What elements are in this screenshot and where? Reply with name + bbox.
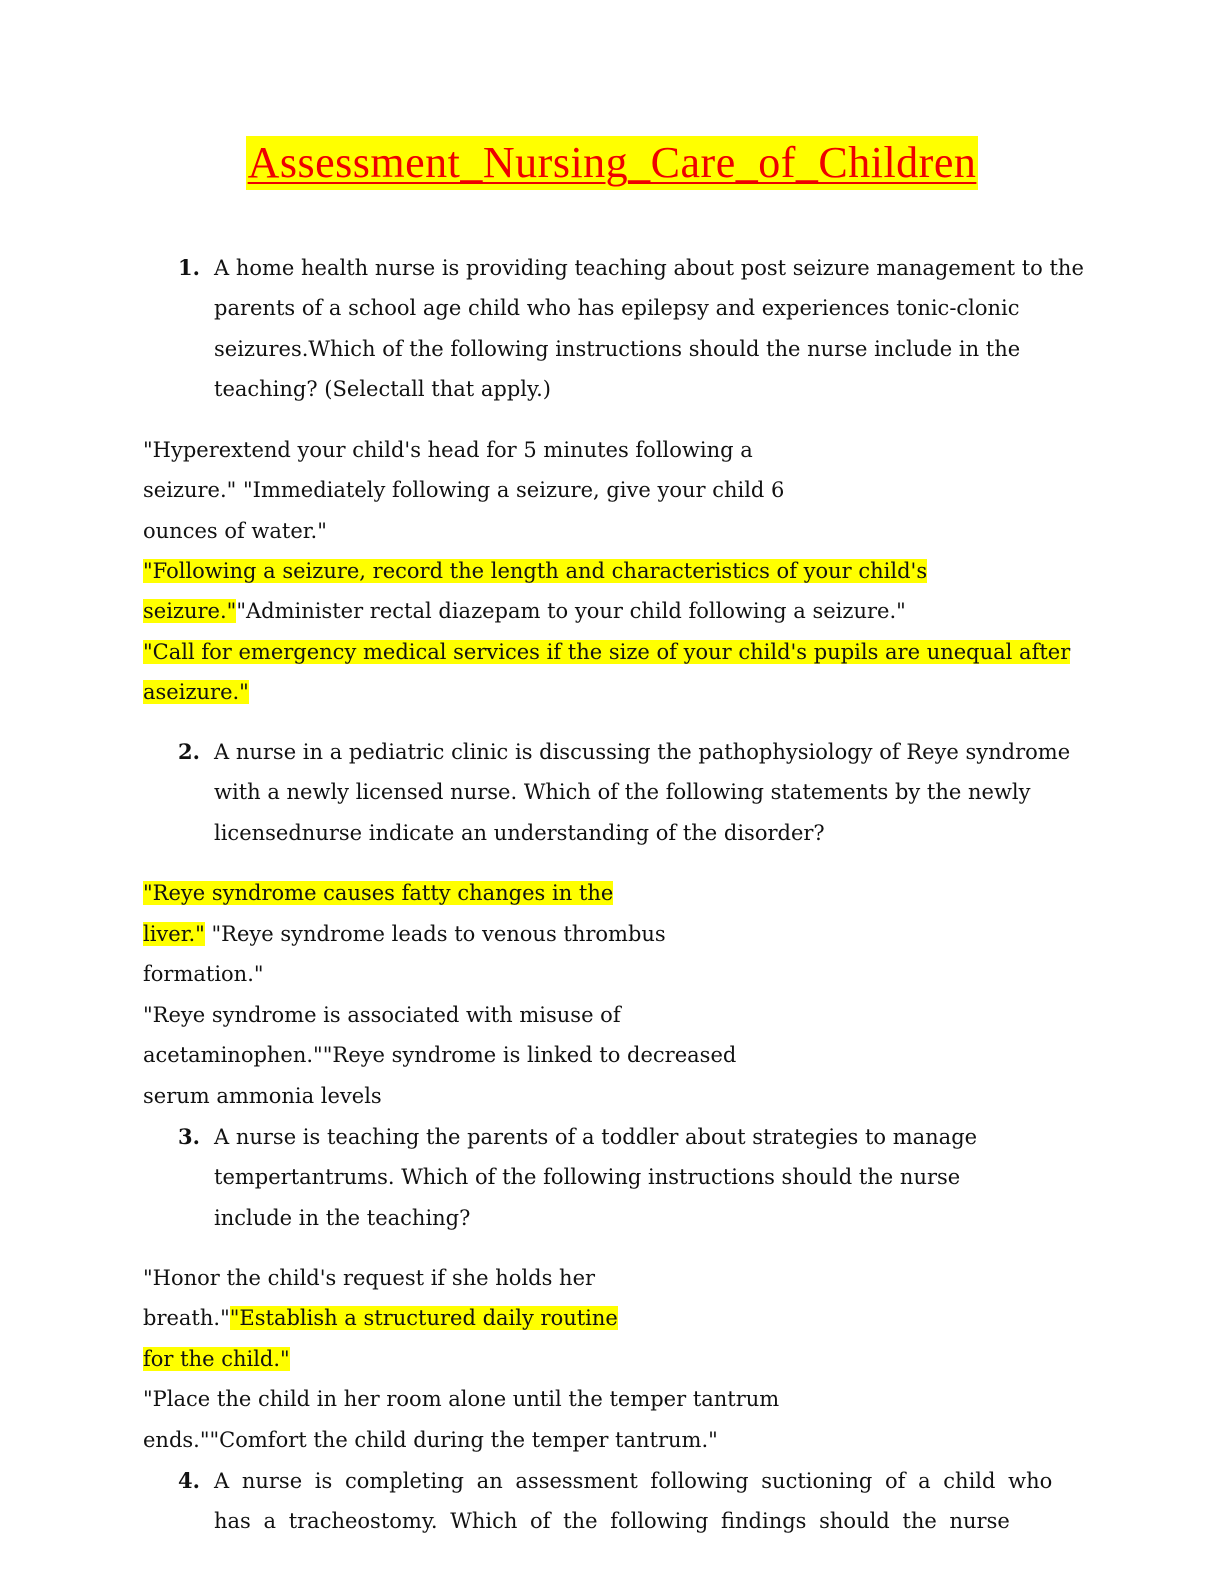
question-3-stem-line: include in the teaching? [214, 1206, 471, 1230]
question-3-option-line: "Honor the child's request if she holds … [143, 1266, 596, 1290]
question-4-stem-line: A nurse is completing an assessment foll… [214, 1469, 1053, 1493]
highlighted-answer: for the child." [143, 1347, 290, 1371]
question-2-option-line: "Reye syndrome causes fatty changes in t… [143, 878, 614, 908]
question-1-stem-line: A home health nurse is providing teachin… [214, 256, 1084, 280]
question-3-stem-line: A nurse is teaching the parents of a tod… [214, 1125, 978, 1149]
title-container: Assessment_Nursing_Care_of_Children [0, 136, 1224, 190]
question-4-stem-line: has a tracheostomy. Which of the followi… [214, 1509, 1010, 1533]
question-2-option-line: "Reye syndrome is associated with misuse… [143, 1003, 621, 1027]
option-text: "Reye syndrome leads to venous thrombus [204, 922, 666, 946]
question-1-stem-line: parents of a school age child who has ep… [214, 296, 1020, 320]
question-2-stem-line: A nurse in a pediatric clinic is discuss… [214, 740, 1071, 764]
question-1-option-line: "Following a seizure, record the length … [143, 556, 928, 586]
question-2-option-line: liver." "Reye syndrome leads to venous t… [143, 919, 666, 949]
question-3-option-line: breath.""Establish a structured daily ro… [143, 1303, 618, 1333]
highlighted-answer: aseizure." [143, 680, 249, 704]
highlighted-answer: "Following a seizure, record the length … [143, 559, 928, 583]
option-text: "Administer rectal diazepam to your chil… [236, 599, 906, 623]
question-1-option-line: seizure.""Administer rectal diazepam to … [143, 596, 906, 626]
question-4-number: 4. [178, 1468, 200, 1493]
document-title: Assessment_Nursing_Care_of_Children [245, 136, 979, 190]
question-2-number: 2. [178, 739, 200, 764]
question-3-option-line: "Place the child in her room alone until… [143, 1387, 780, 1411]
question-1-option-line: seizure." "Immediately following a seizu… [143, 478, 785, 502]
highlighted-answer: seizure." [143, 599, 237, 623]
question-2-option-line: acetaminophen.""Reye syndrome is linked … [143, 1043, 737, 1067]
question-1-option-line: aseizure." [143, 677, 249, 707]
question-1-option-line: ounces of water." [143, 519, 327, 543]
question-2-stem-line: with a newly licensed nurse. Which of th… [214, 780, 1031, 804]
question-2-stem-line: licensednurse indicate an understanding … [214, 821, 825, 845]
question-3-option-line: for the child." [143, 1344, 290, 1374]
question-1-number: 1. [178, 255, 200, 280]
question-2-option-line: serum ammonia levels [143, 1084, 382, 1108]
question-3-stem-line: tempertantrums. Which of the following i… [214, 1165, 961, 1189]
highlighted-answer: "Establish a structured daily routine [229, 1306, 618, 1330]
question-1-option-line: "Call for emergency medical services if … [143, 637, 1071, 667]
highlighted-answer: "Call for emergency medical services if … [143, 640, 1071, 664]
question-3-number: 3. [178, 1124, 200, 1149]
question-2-option-line: formation." [143, 962, 264, 986]
question-1-option-line: "Hyperextend your child's head for 5 min… [143, 438, 753, 462]
question-3-option-line: ends.""Comfort the child during the temp… [143, 1428, 718, 1452]
question-1-stem-line: seizures.Which of the following instruct… [214, 337, 1021, 361]
option-text: breath." [143, 1306, 230, 1330]
question-1-stem-line: teaching? (Selectall that apply.) [214, 377, 551, 401]
highlighted-answer: "Reye syndrome causes fatty changes in t… [143, 881, 614, 905]
highlighted-answer: liver." [143, 922, 205, 946]
